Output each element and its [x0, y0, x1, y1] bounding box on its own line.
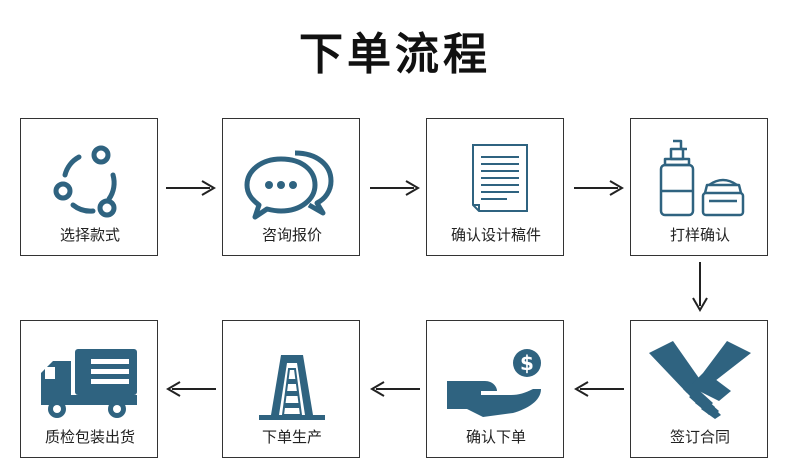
- handshake-icon: [649, 341, 751, 419]
- step-label: 签订合同: [669, 428, 730, 446]
- document-icon: [472, 144, 528, 212]
- step-inquiry-quote: 咨询报价: [222, 118, 360, 256]
- step-label: 打样确认: [669, 226, 730, 244]
- delivery-truck-icon: [41, 349, 137, 418]
- hand-dollar-icon: $: [447, 349, 541, 417]
- arrow-right-icon: [370, 180, 420, 196]
- page-title: 下单流程: [299, 29, 491, 80]
- cosmetic-bottles-icon: [659, 139, 745, 217]
- chat-bubbles-icon: [244, 150, 334, 220]
- step-label: 选择款式: [59, 226, 120, 244]
- svg-text:$: $: [520, 351, 534, 375]
- arrow-left-icon: [370, 381, 420, 397]
- step-sign-contract: 签订合同: [630, 320, 768, 458]
- arrow-down-icon: [692, 262, 708, 312]
- step-label: 质检包装出货: [44, 428, 135, 446]
- cycle-dots-icon: [53, 145, 117, 218]
- step-qc-pack-ship: 质检包装出货: [20, 320, 158, 458]
- step-label: 确认设计稿件: [450, 226, 541, 244]
- step-confirm-order: $ 确认下单: [426, 320, 564, 458]
- step-select-style: 选择款式: [20, 118, 158, 256]
- step-sample-confirm: 打样确认: [630, 118, 768, 256]
- arrow-left-icon: [166, 381, 216, 397]
- step-label: 下单生产: [261, 428, 322, 446]
- step-production: 下单生产: [222, 320, 360, 458]
- arrow-left-icon: [574, 381, 624, 397]
- arrow-right-icon: [166, 180, 216, 196]
- step-label: 确认下单: [465, 428, 526, 446]
- factory-icon: [259, 355, 325, 420]
- step-confirm-design: 确认设计稿件: [426, 118, 564, 256]
- step-label: 咨询报价: [261, 226, 322, 244]
- arrow-right-icon: [574, 180, 624, 196]
